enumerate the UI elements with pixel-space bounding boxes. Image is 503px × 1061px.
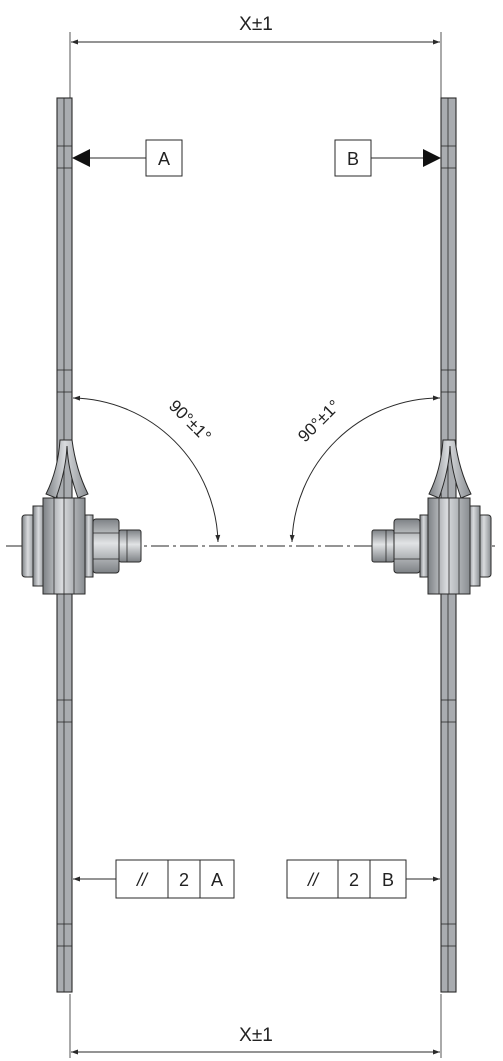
top-dimension: X±1 bbox=[69, 14, 442, 98]
angle-text-right: 90°±1° bbox=[294, 396, 344, 446]
left-clamp bbox=[21, 497, 142, 595]
left-nut bbox=[92, 518, 120, 574]
datum-b-triangle bbox=[423, 149, 441, 167]
left-bolt-end bbox=[118, 529, 142, 563]
right-nut bbox=[393, 518, 421, 574]
tolerance-datum-left: A bbox=[211, 870, 223, 890]
dimension-text-top: X±1 bbox=[239, 14, 273, 35]
datum-b: B bbox=[334, 139, 441, 177]
left-arm bbox=[21, 97, 142, 993]
right-bolt-end bbox=[371, 529, 395, 563]
tolerance-datum-right: B bbox=[382, 870, 394, 890]
datum-b-label: B bbox=[347, 149, 359, 169]
dimension-text-bottom: X±1 bbox=[239, 1025, 273, 1046]
right-clamp bbox=[371, 497, 492, 595]
datum-a-label: A bbox=[158, 149, 170, 169]
parallelism-symbol-right: // bbox=[306, 870, 320, 890]
angle-arc-right bbox=[289, 395, 441, 543]
right-upper-plate bbox=[440, 97, 457, 499]
datum-b-box bbox=[334, 139, 372, 177]
left-lower-plate bbox=[56, 591, 73, 993]
datum-a-box bbox=[145, 139, 183, 177]
datum-a-triangle bbox=[72, 149, 90, 167]
datum-a: A bbox=[72, 139, 183, 177]
left-upper-plate bbox=[56, 97, 73, 499]
tolerance-frame-right: // 2 B bbox=[286, 859, 440, 899]
tolerance-value-left: 2 bbox=[179, 870, 189, 890]
right-arm bbox=[371, 97, 492, 993]
tolerance-frame-left: // 2 A bbox=[73, 859, 235, 899]
bottom-dimension: X±1 bbox=[69, 994, 442, 1058]
right-lower-plate bbox=[440, 591, 457, 993]
tolerance-value-right: 2 bbox=[349, 870, 359, 890]
angle-arc-left bbox=[72, 395, 221, 543]
parallelism-symbol-left: // bbox=[135, 870, 149, 890]
